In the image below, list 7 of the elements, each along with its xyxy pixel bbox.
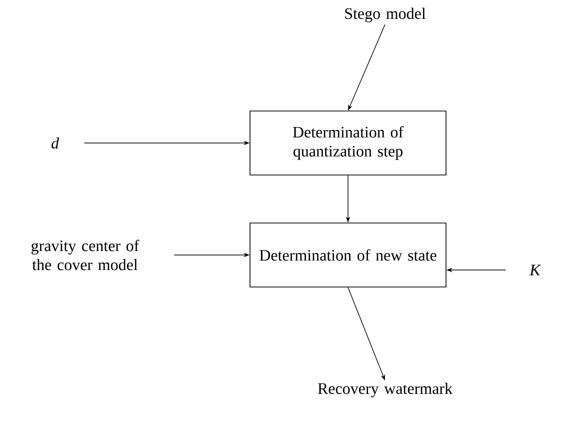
process-box: Determination of quantization step [250, 110, 446, 176]
label-text: gravity center of the cover model [32, 240, 140, 270]
label-text: Stego model [345, 8, 426, 22]
label-text: K [529, 264, 542, 276]
label-text: d [52, 137, 60, 149]
process-box: Determination of new state [250, 222, 446, 288]
label-text: Recovery watermark [318, 382, 453, 398]
